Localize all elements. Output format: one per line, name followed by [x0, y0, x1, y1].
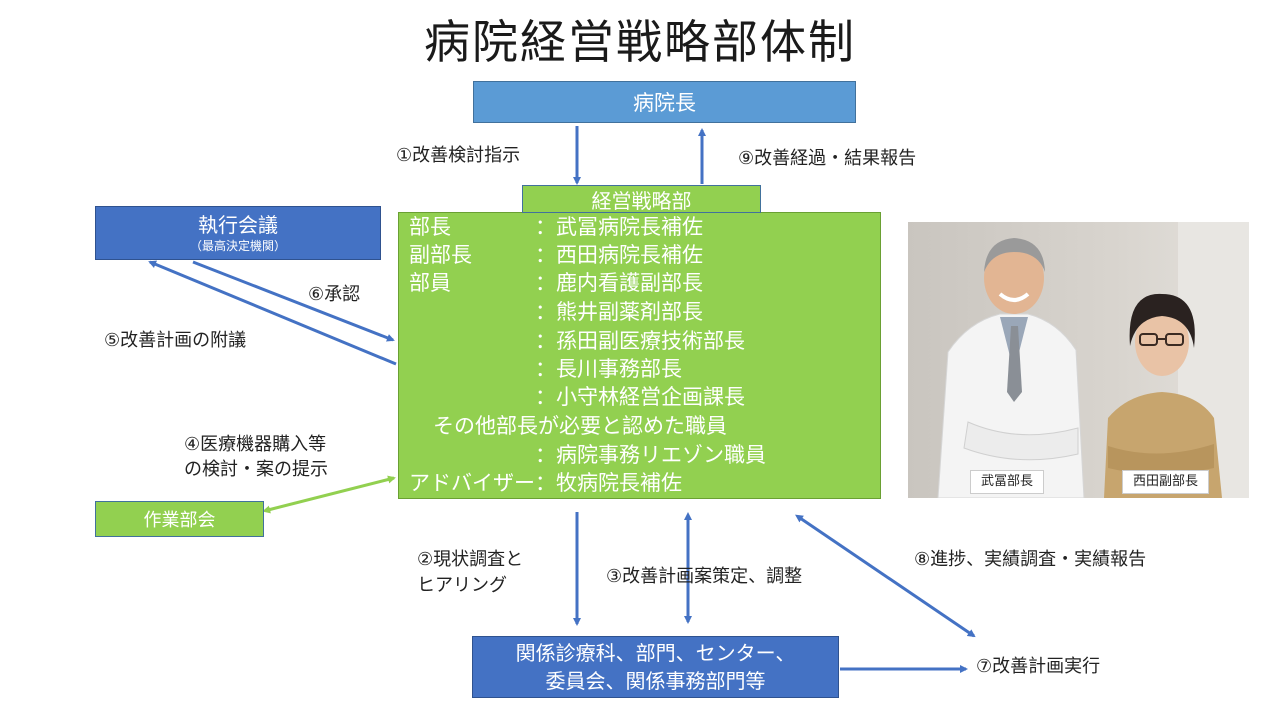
step2-label-line1: ②現状調査と — [417, 549, 524, 570]
departments-label-line1: 関係診療科、部門、センター、 — [515, 641, 796, 665]
arrow-step8 — [795, 514, 976, 638]
advisor-text: アドバイザー：牧病院長補佐 — [409, 471, 682, 495]
step4-label-line2: の検討・案の提示 — [184, 459, 328, 480]
step1-label: ①改善検討指示 — [396, 145, 521, 166]
liaison-name: ：病院事務リエゾン職員 — [535, 443, 766, 467]
member-name: ：長川事務部長 — [535, 357, 682, 381]
step2-label-line2: ヒアリング — [417, 575, 507, 596]
strategy-members-panel: 部長 ：武冨病院長補佐 副部長 ：西田病院長補佐 部員 ：鹿内看護副部長 ：熊井… — [398, 212, 881, 499]
step6-label: ⑥承認 — [308, 284, 361, 305]
member-role: 部員 — [409, 271, 451, 295]
hospital-director-box: 病院長 — [473, 81, 856, 123]
working-group-box: 作業部会 — [95, 501, 264, 537]
member-name: ：鹿内看護副部長 — [535, 271, 703, 295]
step9-label: ⑨改善経過・結果報告 — [738, 148, 917, 169]
member-role: 副部長 — [409, 243, 472, 267]
strategy-dept-box: 経営戦略部 — [522, 185, 761, 213]
advisor-row: アドバイザー：牧病院長補佐 — [409, 469, 682, 498]
executive-meeting-label: 執行会議 — [198, 213, 278, 237]
member-name: ：西田病院長補佐 — [535, 243, 703, 267]
staff-photo-illustration — [908, 222, 1249, 498]
step4-label-line1: ④医療機器購入等 — [184, 434, 327, 455]
executive-meeting-sublabel: （最高決定機関） — [189, 239, 286, 253]
member-name: ：小守林経営企画課長 — [535, 385, 745, 409]
member-name: ：熊井副薬剤部長 — [535, 300, 703, 324]
arrow-step6 — [192, 260, 395, 342]
strategy-dept-label: 経営戦略部 — [591, 188, 692, 213]
hospital-director-label: 病院長 — [633, 91, 696, 115]
departments-box: 関係診療科、部門、センター、 委員会、関係事務部門等 — [472, 636, 839, 698]
step3-label: ③改善計画案策定、調整 — [606, 566, 803, 587]
executive-meeting-box: 執行会議 （最高決定機関） — [95, 206, 381, 260]
step8-label: ⑧進捗、実績調査・実績報告 — [914, 549, 1147, 570]
page-title: 病院経営戦略部体制 — [424, 15, 856, 69]
member-role: 部長 — [409, 215, 451, 239]
photo-caption-right: 西田副部長 — [1122, 470, 1210, 494]
staff-photo: 武冨部長 西田副部長 — [908, 222, 1249, 498]
member-name: ：武冨病院長補佐 — [535, 215, 703, 239]
departments-label-line2: 委員会、関係事務部門等 — [545, 669, 766, 693]
step7-label: ⑦改善計画実行 — [976, 656, 1101, 677]
working-group-label: 作業部会 — [143, 510, 216, 531]
other-members-text: その他部長が必要と認めた職員 — [433, 414, 727, 438]
other-members-row: その他部長が必要と認めた職員 — [433, 412, 727, 441]
arrow-step4 — [262, 475, 396, 514]
member-name: ：孫田副医療技術部長 — [535, 329, 745, 353]
photo-caption-left: 武冨部長 — [970, 470, 1045, 494]
arrow-step5 — [148, 260, 397, 366]
step5-label: ⑤改善計画の附議 — [104, 330, 247, 351]
